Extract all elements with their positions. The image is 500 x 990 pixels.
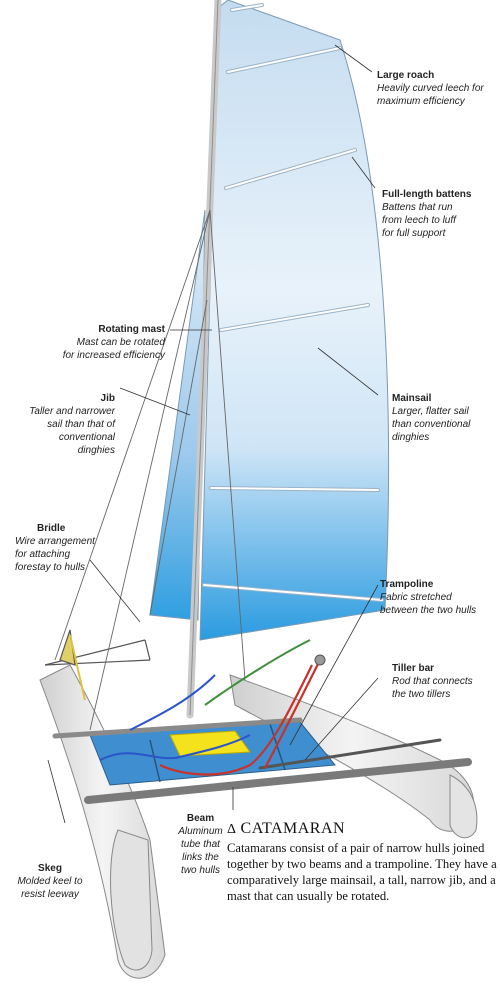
mainsail-sail	[199, 0, 390, 641]
label-skeg: Skeg Molded keel to resist leeway	[17, 863, 83, 900]
left-hull	[39, 664, 166, 979]
label-beam: Beam Aluminum tube that links the two hu…	[178, 813, 223, 876]
green-line	[204, 639, 311, 706]
blue-line	[99, 674, 251, 761]
rear-beam	[84, 758, 472, 804]
red-line	[159, 659, 321, 776]
caption-body: Catamarans consist of a pair of narrow h…	[227, 841, 497, 903]
label-large-roach: Large roach Heavily curved leech for max…	[377, 70, 484, 107]
leader-lines	[47, 44, 379, 824]
stays	[54, 209, 246, 731]
label-trampoline: Trampoline Fabric stretched between the …	[380, 579, 477, 616]
label-mainsail: Mainsail Larger, flatter sail than conve…	[392, 393, 471, 443]
front-beam	[52, 717, 303, 739]
label-bridle: Bridle Wire arrangement for attaching fo…	[15, 523, 95, 573]
label-full-length-battens: Full-length battens Battens that run fro…	[382, 189, 472, 239]
label-rotating-mast: Rotating mast Mast can be rotated for in…	[62, 324, 165, 361]
bridle	[44, 629, 151, 666]
label-tiller-bar: Tiller bar Rod that connects the two til…	[392, 663, 473, 700]
tiller-bar	[258, 738, 442, 770]
triangle-icon: Δ	[227, 822, 237, 837]
label-jib: Jib Taller and narrower sail than that o…	[29, 393, 115, 456]
